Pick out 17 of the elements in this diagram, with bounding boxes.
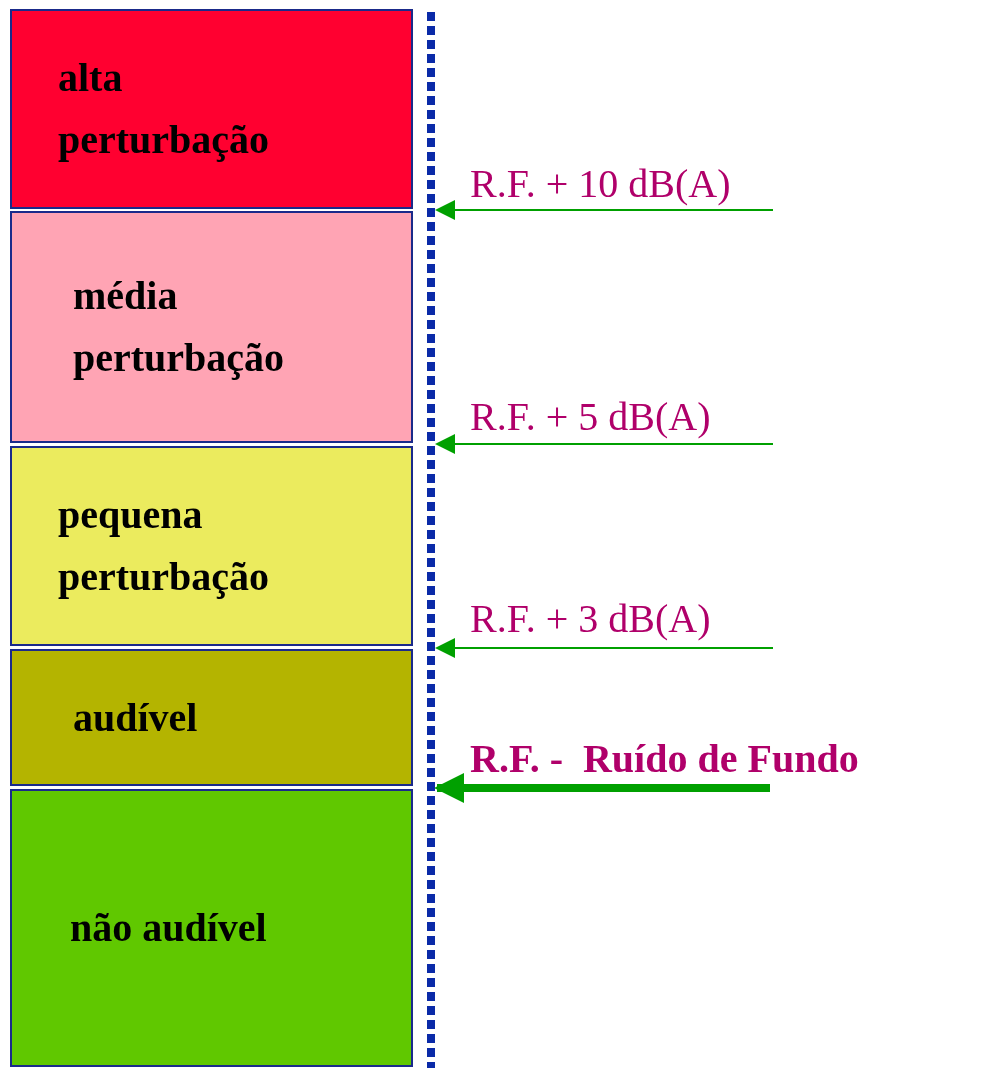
level-band (10, 789, 413, 1067)
band-label: alta perturbação (58, 54, 271, 164)
arrow (435, 638, 774, 658)
arrow (435, 434, 774, 454)
level-band (10, 649, 413, 786)
edge-label: R.F. + 3 dB(A) (470, 595, 711, 642)
band-label: não audível (70, 904, 268, 952)
level-band (10, 9, 413, 209)
edge-label: R.F. + 10 dB(A) (470, 160, 731, 207)
arrow (435, 200, 774, 220)
band-label: média perturbação (73, 272, 286, 382)
band-label: audível (73, 693, 199, 742)
edge-label: R.F. - Ruído de Fundo (470, 735, 859, 782)
level-band (10, 446, 413, 646)
band-label: pequena perturbação (58, 491, 271, 601)
level-band (10, 211, 413, 443)
edge-label: R.F. + 5 dB(A) (470, 393, 711, 440)
